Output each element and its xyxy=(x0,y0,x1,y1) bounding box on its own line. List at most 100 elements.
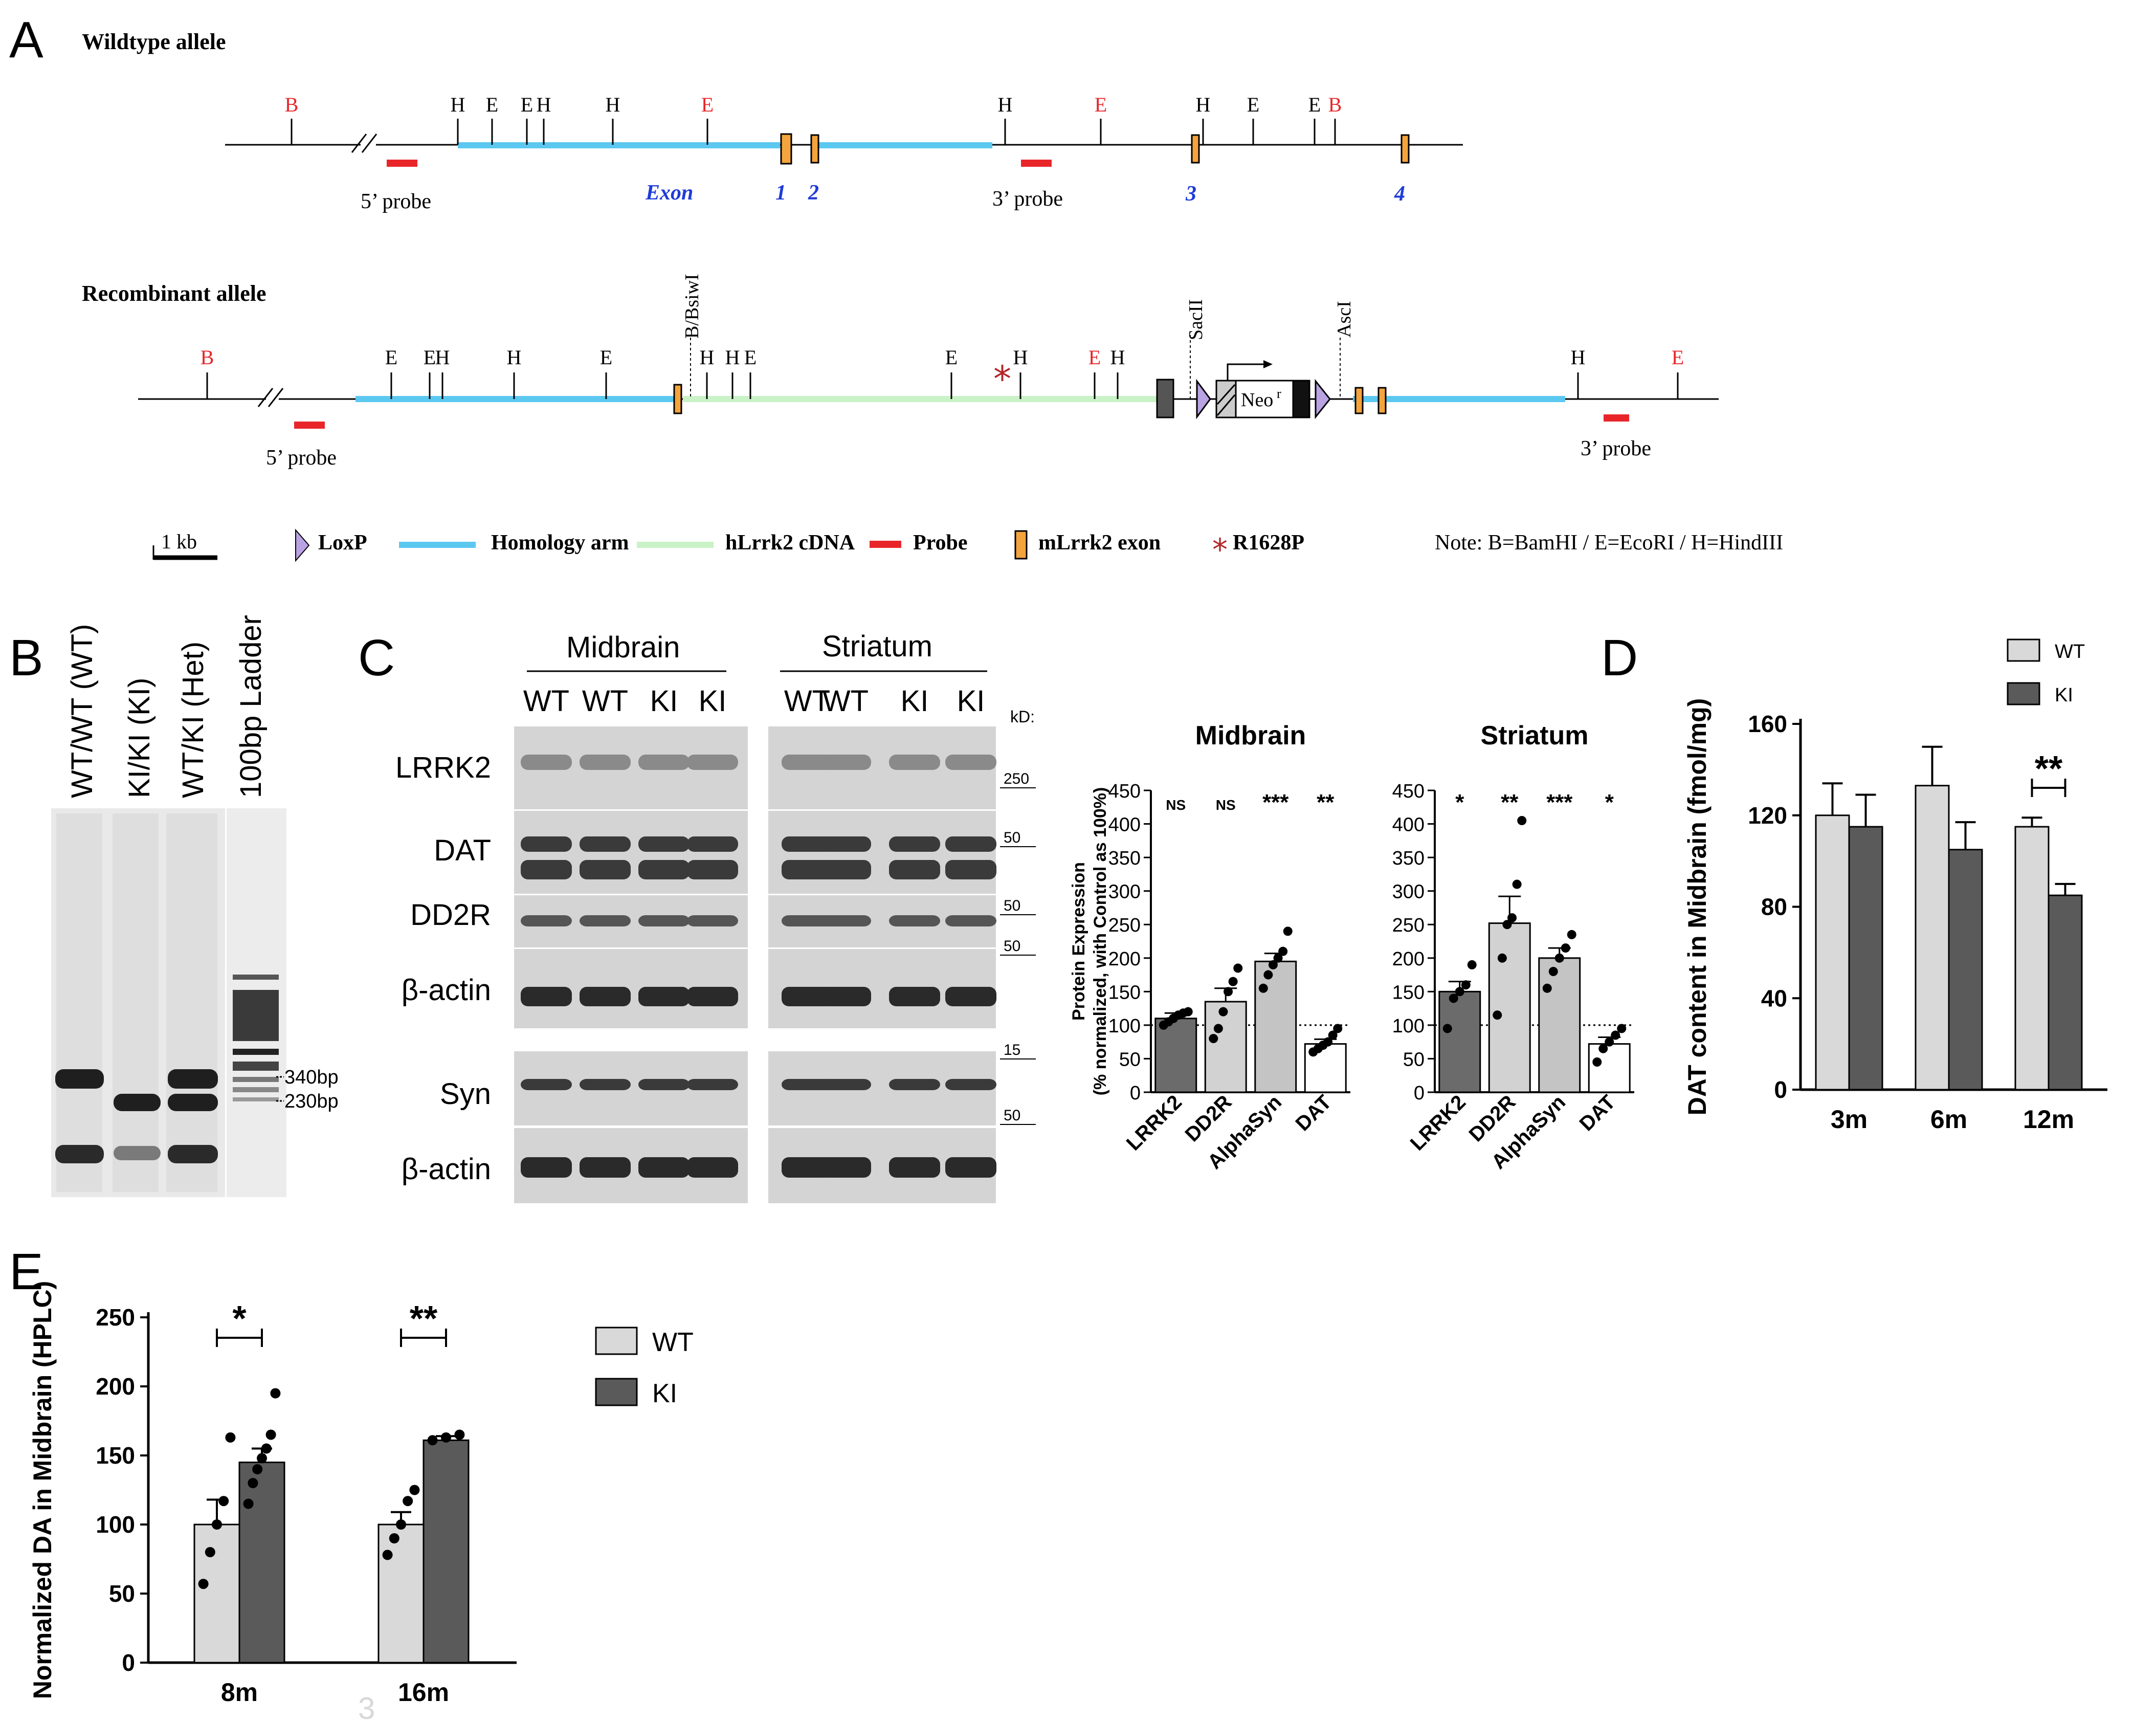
y-tick-label: 200 xyxy=(1108,948,1141,970)
rec-exon-2 xyxy=(1354,387,1364,414)
blot-band xyxy=(945,1157,996,1178)
blot-band xyxy=(820,915,871,926)
legend-label-wt: WT xyxy=(2055,641,2085,662)
legend-swatch-wt xyxy=(595,1327,638,1355)
data-point xyxy=(1442,1024,1452,1033)
data-point xyxy=(198,1579,209,1589)
bsiwi-label: B/BsiwI xyxy=(681,274,703,339)
svg-text:*: * xyxy=(1212,532,1228,568)
lane-label-wt: WT xyxy=(523,684,569,718)
rec-cdna xyxy=(683,396,1159,402)
rec-site-label-e: E xyxy=(1672,346,1684,369)
blot-band xyxy=(687,915,738,926)
y-tick-label: 150 xyxy=(1392,982,1425,1003)
bar-wt-12m xyxy=(2014,826,2050,1091)
rec-site-label-h: H xyxy=(725,346,740,369)
blot-band xyxy=(820,836,871,852)
blot-band xyxy=(889,1079,940,1090)
wt-exon-3 xyxy=(1191,134,1200,164)
kd-label: kD: xyxy=(1010,708,1035,726)
data-point xyxy=(1512,879,1522,889)
rec-site-label-h: H xyxy=(435,346,450,369)
loxp-icon-1 xyxy=(1196,379,1211,419)
wt-site-label-h: H xyxy=(537,93,551,116)
rec-site-label-h: H xyxy=(507,346,522,369)
y-tick-label: 450 xyxy=(1108,781,1141,802)
blot-band xyxy=(782,755,833,770)
wt-5prime-probe xyxy=(387,160,417,167)
data-point xyxy=(1323,1037,1333,1047)
chart-title: Striatum xyxy=(1481,721,1589,750)
wt-exon-4-label: 4 xyxy=(1394,182,1405,206)
data-point xyxy=(1542,983,1552,993)
lane-label-wt: WT/WT (WT) xyxy=(65,624,99,798)
data-point xyxy=(1507,913,1517,923)
data-point xyxy=(212,1519,222,1530)
wt-exon-1-label: 1 xyxy=(775,181,786,205)
y-tick-label: 50 xyxy=(109,1580,135,1607)
lane-label-ki: KI xyxy=(650,684,678,718)
data-point xyxy=(1268,960,1278,969)
legend-exon: mLrrk2 exon xyxy=(1038,531,1161,555)
chart-midbrain: Midbrain050100150200250300350400450NSLRR… xyxy=(1069,721,1350,1174)
lane-label-ki: KI/KI (KI) xyxy=(123,678,156,798)
significance-label: ** xyxy=(1501,790,1519,815)
bar-ki-12m xyxy=(2048,894,2083,1091)
blot-row-label: LRRK2 xyxy=(395,751,491,784)
y-tick-label: 120 xyxy=(1748,802,1787,829)
blot-band xyxy=(945,987,996,1006)
lane-label-ki: KI xyxy=(957,684,985,718)
y-axis-label: Normalized DA in Midbrain (HPLC) xyxy=(28,1281,57,1699)
blot-membrane xyxy=(514,811,748,894)
blot-band xyxy=(889,915,940,926)
blot-membrane xyxy=(768,811,996,894)
blot-band xyxy=(687,860,738,879)
rec-site-label-e: E xyxy=(945,346,958,369)
y-tick-label: 40 xyxy=(1761,985,1787,1011)
bar-lrrk2 xyxy=(1154,1018,1197,1093)
blot-band xyxy=(687,1079,738,1090)
bar-lrrk2 xyxy=(1438,990,1481,1093)
data-point xyxy=(1548,967,1558,976)
significance-label: *** xyxy=(1546,790,1573,815)
wt-homology-arm-right xyxy=(813,142,992,148)
rec-3prime-probe-label: 3’ probe xyxy=(1581,437,1651,460)
data-point xyxy=(1209,1034,1218,1044)
region-label-striatum: Striatum xyxy=(822,630,932,663)
blot-band xyxy=(687,755,738,770)
x-tick-label-dat: DAT xyxy=(1575,1091,1619,1135)
blot-band xyxy=(521,1079,572,1090)
data-point xyxy=(218,1496,229,1507)
wt-exon-3-label: 3 xyxy=(1185,182,1196,206)
y-tick-label: 80 xyxy=(1761,894,1787,920)
asci-label: AscI xyxy=(1333,301,1355,338)
panel-letter-b: B xyxy=(9,629,43,687)
y-tick-label: 100 xyxy=(1108,1015,1141,1037)
rec-homology-arm-left xyxy=(355,396,678,402)
blot-band xyxy=(945,755,996,770)
significance-label: * xyxy=(1455,790,1464,815)
blot-band xyxy=(638,987,690,1006)
blot-band xyxy=(782,836,833,852)
x-tick-label-8m: 8m xyxy=(221,1678,258,1707)
blot-band xyxy=(782,860,833,879)
data-point xyxy=(225,1432,236,1443)
blot-band xyxy=(820,860,871,879)
rec-3prime-probe xyxy=(1604,414,1629,422)
rec-site-label-e: E xyxy=(1088,346,1101,369)
data-point xyxy=(382,1550,393,1560)
neo-polya xyxy=(1292,380,1310,418)
data-point xyxy=(427,1435,438,1446)
data-point xyxy=(441,1432,451,1443)
wt-site-label-b: B xyxy=(1328,93,1342,116)
y-tick-label: 0 xyxy=(1130,1083,1141,1104)
marker-label: 50 xyxy=(1004,1107,1020,1124)
blot-band xyxy=(580,755,631,770)
wt-break-1 xyxy=(351,134,367,153)
blot-band xyxy=(820,1157,871,1178)
blot-band xyxy=(782,915,833,926)
rec-site-label-e: E xyxy=(385,346,397,369)
y-tick-label: 250 xyxy=(1108,915,1141,936)
rec-site-label-h: H xyxy=(1571,346,1586,369)
